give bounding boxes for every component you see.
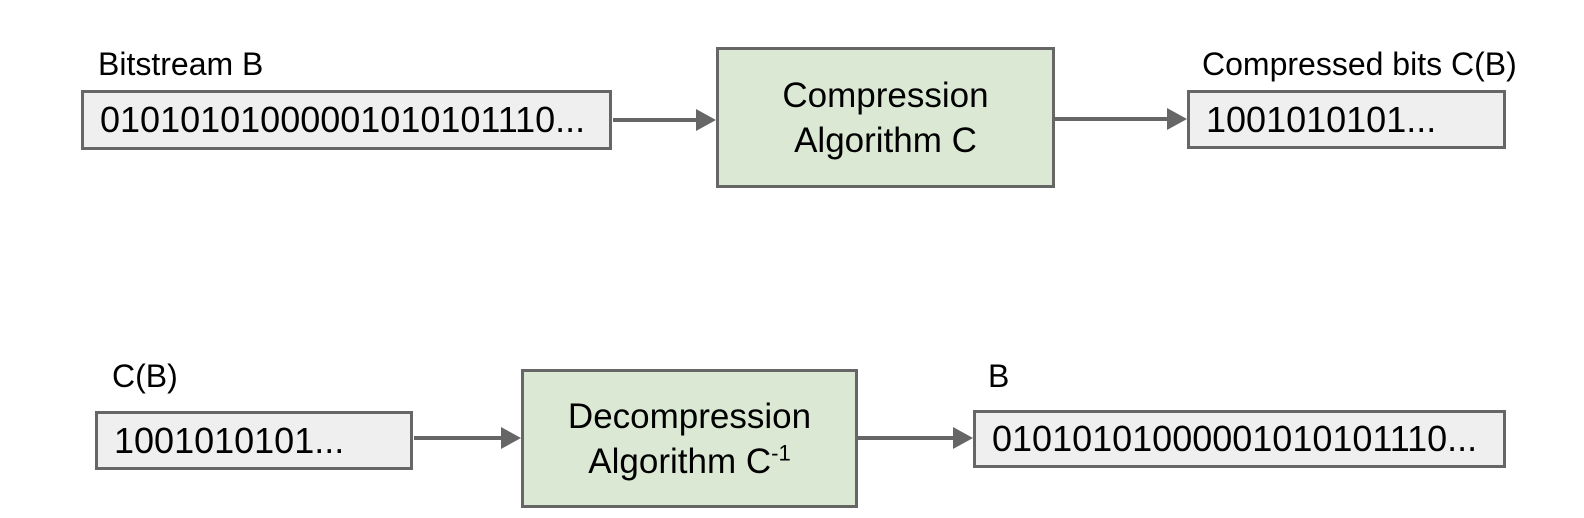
- compression-box-line2: Algorithm C: [794, 120, 977, 160]
- compression-algorithm-box: Compression Algorithm C: [716, 47, 1055, 188]
- compressed-output-label: Compressed bits C(B): [1202, 46, 1517, 82]
- b-output-value: 01010101000001010101110...: [992, 418, 1478, 459]
- cb-input-value: 1001010101...: [114, 419, 345, 461]
- cb-input-label: C(B): [112, 358, 178, 394]
- b-output-box: 01010101000001010101110...: [973, 410, 1506, 468]
- bitstream-input-box: 01010101000001010101110...: [81, 90, 612, 150]
- decompression-box-line2-base: Algorithm C: [588, 441, 772, 481]
- decompression-box-line2: Algorithm C-1: [588, 439, 790, 484]
- decompression-algorithm-box: Decompression Algorithm C-1: [521, 369, 858, 508]
- compression-box-line1: Compression: [782, 75, 989, 115]
- compressed-output-value: 1001010101...: [1206, 98, 1437, 140]
- arrow-cb-to-decompression: [414, 427, 521, 449]
- decompression-box-line1: Decompression: [567, 396, 812, 436]
- compressed-output-box: 1001010101...: [1187, 90, 1506, 149]
- cb-input-box: 1001010101...: [95, 411, 413, 470]
- bitstream-input-value: 01010101000001010101110...: [100, 99, 586, 140]
- b-output-label: B: [988, 358, 1010, 394]
- arrow-compression-to-output: [1055, 108, 1187, 130]
- arrow-decompression-to-output: [858, 427, 973, 449]
- decompression-box-line2-superscript: -1: [771, 439, 791, 465]
- bitstream-input-label: Bitstream B: [98, 46, 264, 82]
- arrow-bitstream-to-compression: [613, 109, 716, 131]
